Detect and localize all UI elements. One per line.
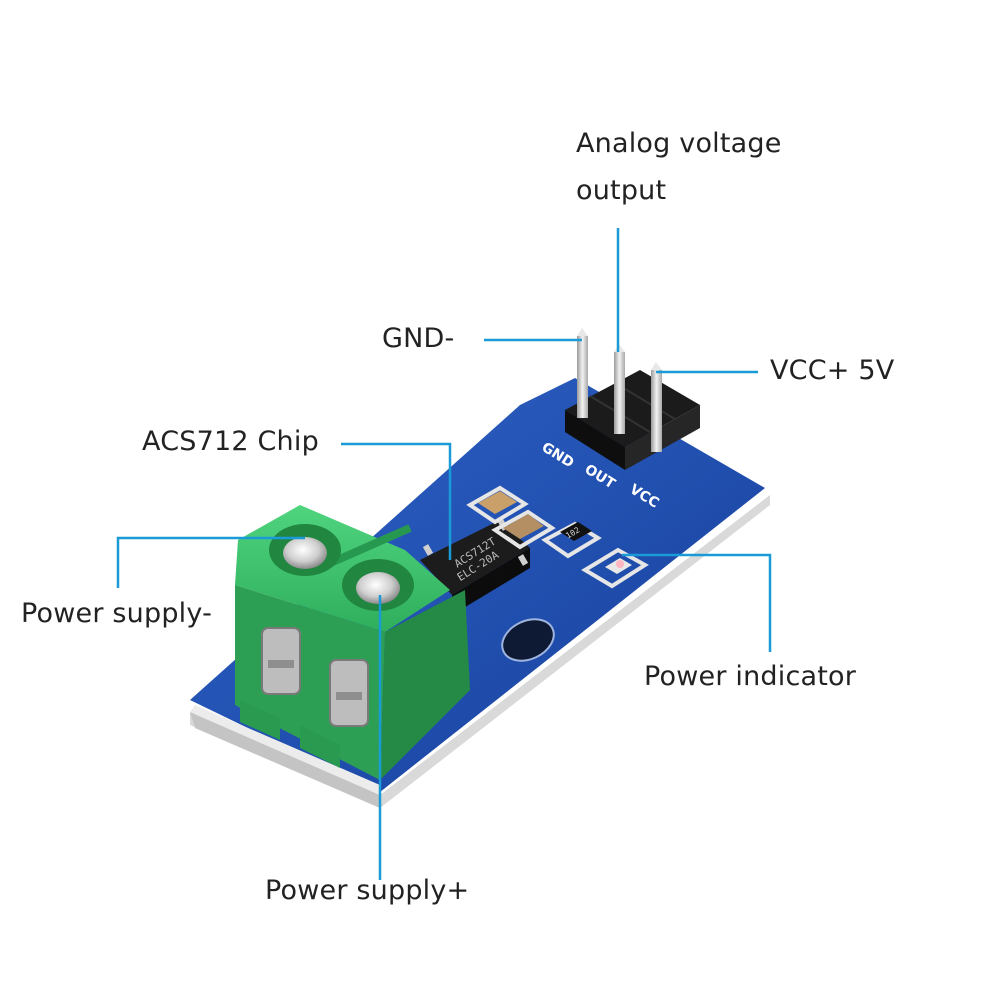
pcb-silver-rim	[190, 705, 380, 795]
callout-power-minus	[116, 536, 305, 588]
label-power-supply-minus: Power supply-	[21, 598, 213, 629]
pcb-edge-side	[190, 712, 380, 808]
resistor: 102	[541, 521, 602, 559]
pin-gnd	[577, 336, 588, 418]
capacitor-2	[491, 509, 556, 550]
pin-out	[614, 352, 625, 434]
pin-vcc	[651, 370, 662, 452]
power-led	[581, 547, 649, 589]
screw-2	[356, 572, 400, 604]
label-acs712-chip: ACS712 Chip	[142, 426, 319, 457]
pin-header	[565, 370, 700, 470]
acs712-chip: ACS712T ELC-20A	[420, 519, 530, 615]
label-gnd: GND-	[382, 323, 455, 354]
label-vcc: VCC+ 5V	[770, 355, 895, 386]
label-power-supply-plus: Power supply+	[265, 875, 470, 906]
callout-lines	[116, 228, 772, 880]
label-analog-output-line1: Analog voltage	[576, 128, 782, 159]
screw-1	[283, 537, 327, 569]
label-power-indicator: Power indicator	[644, 661, 857, 692]
callout-chip	[341, 442, 452, 560]
mounting-hole	[501, 618, 555, 662]
capacitor-1	[466, 485, 529, 525]
label-analog-output-line2: output	[576, 175, 667, 206]
callout-power-indicator	[622, 553, 772, 652]
